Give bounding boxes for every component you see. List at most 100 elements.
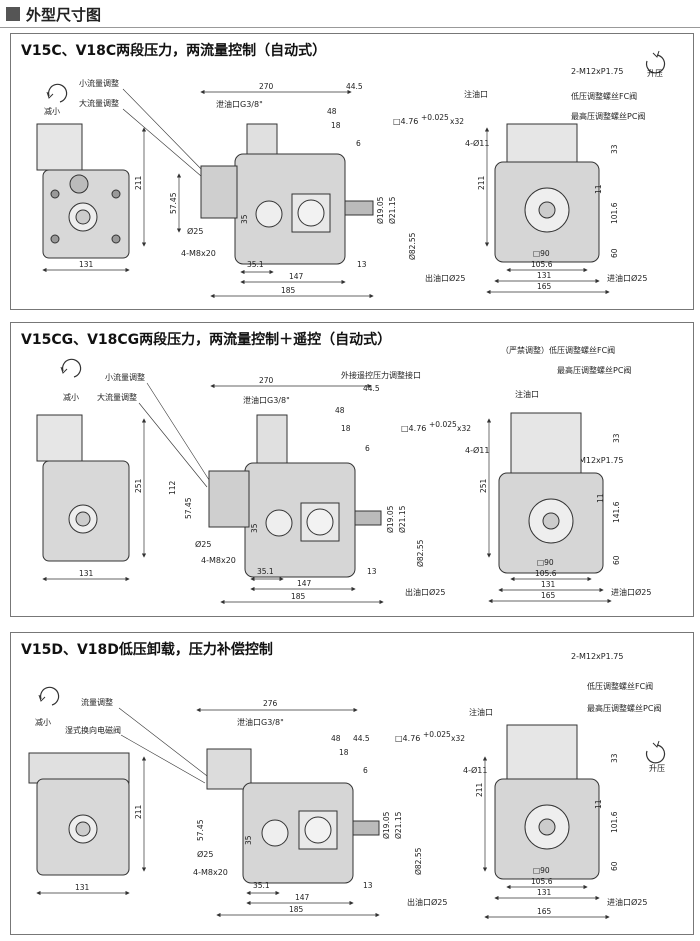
rotation-left-label: 减小 (44, 106, 60, 116)
page-header: 外型尺寸图 (0, 0, 700, 28)
svg-text:33: 33 (610, 144, 619, 154)
svg-text:105.6: 105.6 (531, 877, 553, 886)
page-title: 外型尺寸图 (26, 5, 102, 24)
rotation-ccw-icon (60, 358, 82, 378)
svg-text:270: 270 (259, 82, 274, 91)
svg-text:251: 251 (134, 478, 143, 493)
svg-text:60: 60 (610, 861, 619, 871)
svg-text:Ø82.55: Ø82.55 (416, 539, 425, 567)
svg-text:57.45: 57.45 (184, 497, 193, 519)
svg-text:270: 270 (259, 376, 274, 385)
svg-text:48: 48 (331, 734, 341, 743)
svg-text:Ø21.15: Ø21.15 (388, 196, 397, 224)
drawing-v15cg: 减小 251 131 小流量调整 大流量调整 270 44.5 外接遥控压力调整… (36, 345, 651, 605)
svg-text:101.6: 101.6 (610, 811, 619, 833)
svg-text:泄油口G3/8": 泄油口G3/8" (243, 395, 290, 405)
svg-text:165: 165 (537, 282, 552, 291)
svg-text:+0.025: +0.025 (421, 113, 449, 122)
svg-text:11: 11 (596, 493, 605, 503)
svg-text:最高压调整螺丝PC阀: 最高压调整螺丝PC阀 (571, 111, 645, 121)
svg-text:□4.76: □4.76 (401, 424, 426, 433)
svg-text:2-M12xP1.75: 2-M12xP1.75 (571, 67, 623, 76)
svg-text:Ø21.15: Ø21.15 (398, 505, 407, 533)
svg-text:131: 131 (537, 271, 552, 280)
svg-text:185: 185 (291, 592, 306, 601)
svg-text:211: 211 (477, 175, 486, 190)
svg-text:出油口Ø25: 出油口Ø25 (425, 273, 465, 283)
svg-text:131: 131 (79, 260, 94, 269)
svg-text:x32: x32 (451, 734, 465, 743)
svg-text:Ø25: Ø25 (197, 849, 213, 859)
svg-text:外接遥控压力调整接口: 外接遥控压力调整接口 (341, 370, 421, 380)
svg-text:105.6: 105.6 (535, 569, 557, 578)
svg-text:276: 276 (263, 699, 278, 708)
pump-side-view (208, 414, 382, 578)
svg-text:33: 33 (610, 753, 619, 763)
svg-text:□4.76: □4.76 (393, 117, 418, 126)
header-square-icon (6, 7, 20, 21)
svg-text:注油口: 注油口 (464, 89, 488, 99)
svg-text:60: 60 (610, 248, 619, 258)
svg-text:大流量调整: 大流量调整 (97, 392, 137, 402)
svg-text:4-Ø11: 4-Ø11 (463, 765, 487, 775)
svg-text:+0.025: +0.025 (429, 420, 457, 429)
large-flow-label: 大流量调整 (79, 98, 119, 108)
svg-text:Ø25: Ø25 (195, 539, 211, 549)
svg-text:低压调整螺丝FC阀: 低压调整螺丝FC阀 (571, 91, 637, 101)
svg-text:注油口: 注油口 (515, 389, 539, 399)
svg-text:48: 48 (327, 107, 337, 116)
svg-text:57.45: 57.45 (196, 819, 205, 841)
svg-text:4-Ø11: 4-Ø11 (465, 445, 489, 455)
pump-rear-view (494, 123, 600, 263)
svg-text:进油口Ø25: 进油口Ø25 (607, 273, 647, 283)
svg-text:165: 165 (541, 591, 556, 600)
svg-text:105.6: 105.6 (531, 260, 553, 269)
panel-title: V15CG、V18CG两段压力，两流量控制＋遥控（自动式） (21, 332, 392, 348)
pump-front-view (28, 752, 130, 876)
svg-text:211: 211 (134, 804, 143, 819)
svg-text:出油口Ø25: 出油口Ø25 (405, 587, 445, 597)
svg-text:60: 60 (612, 555, 621, 565)
rotation-ccw-icon (38, 686, 60, 706)
svg-text:131: 131 (75, 883, 90, 892)
svg-text:48: 48 (335, 406, 345, 415)
svg-text:13: 13 (357, 260, 367, 269)
svg-text:44.5: 44.5 (346, 82, 363, 91)
svg-text:Ø21.15: Ø21.15 (394, 811, 403, 839)
rotation-right-label: 升压 (647, 69, 663, 78)
svg-text:13: 13 (363, 881, 373, 890)
svg-text:2-M12xP1.75: 2-M12xP1.75 (571, 456, 623, 465)
svg-text:147: 147 (295, 893, 310, 902)
drawing-v15c: 减小 211 131 小流量调整 大流量调整 270 44.5 泄油口G3/8"… (36, 50, 666, 299)
svg-text:Ø19.05: Ø19.05 (382, 811, 391, 839)
svg-text:x32: x32 (457, 424, 471, 433)
pump-rear-view (494, 724, 600, 880)
svg-text:251: 251 (479, 478, 488, 493)
svg-text:185: 185 (281, 286, 296, 295)
svg-text:6: 6 (365, 444, 370, 453)
svg-text:35: 35 (244, 835, 253, 845)
svg-text:□90: □90 (533, 866, 550, 875)
svg-text:131: 131 (79, 569, 94, 578)
svg-text:147: 147 (289, 272, 304, 281)
svg-text:57.45: 57.45 (169, 192, 178, 214)
svg-text:35.1: 35.1 (257, 567, 274, 576)
svg-text:35: 35 (250, 523, 259, 533)
svg-text:44.5: 44.5 (363, 384, 380, 393)
svg-text:Ø19.05: Ø19.05 (386, 505, 395, 533)
svg-text:141.6: 141.6 (612, 501, 621, 523)
svg-text:35.1: 35.1 (253, 881, 270, 890)
svg-text:+0.025: +0.025 (423, 730, 451, 739)
header-divider (0, 27, 700, 28)
svg-text:4-M8x20: 4-M8x20 (201, 556, 236, 565)
pump-side-view (206, 748, 380, 884)
svg-text:x32: x32 (450, 117, 464, 126)
svg-text:流量调整: 流量调整 (81, 697, 113, 707)
panel-v15c: V15C、V18C两段压力，两流量控制（自动式） 减小 211 131 (10, 33, 694, 310)
pump-rear-view (498, 412, 604, 574)
svg-text:进油口Ø25: 进油口Ø25 (607, 897, 647, 907)
pump-front-view (36, 414, 130, 562)
rotation-cw-icon (645, 50, 666, 74)
svg-text:（严禁调整）低压调整螺丝FC阀: （严禁调整）低压调整螺丝FC阀 (501, 345, 615, 355)
svg-text:11: 11 (594, 799, 603, 809)
